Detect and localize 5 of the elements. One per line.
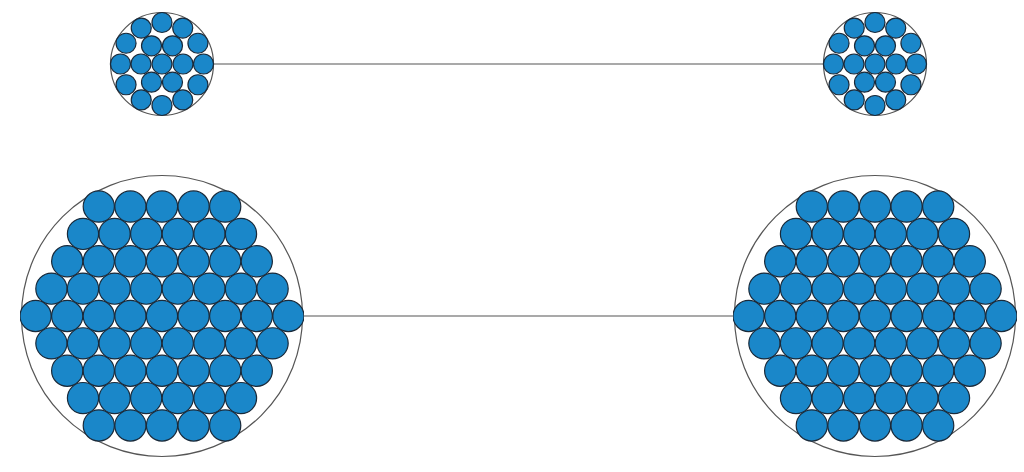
- strand-bundle-drawing: [109, 11, 215, 117]
- connector-line: [213, 63, 824, 65]
- strand-bundle-drawing: [822, 11, 928, 117]
- strand-bundle-drawing: [733, 174, 1017, 458]
- strand-bundle-drawing: [20, 174, 304, 458]
